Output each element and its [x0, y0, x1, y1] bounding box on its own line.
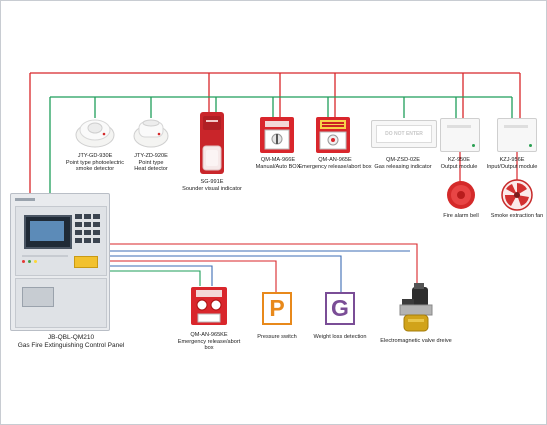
emergency-release-box-icon	[191, 287, 227, 325]
green-bus	[49, 96, 513, 195]
fire-alarm-bell-label: Fire alarm bell	[443, 213, 479, 219]
module-output-wires	[459, 150, 518, 182]
key-switch	[74, 256, 98, 268]
smoke-detector-icon	[75, 119, 115, 148]
red-bus	[29, 72, 521, 195]
sounder-strobe-icon	[200, 112, 224, 174]
keypad-icon	[75, 214, 100, 243]
heat-detector-icon	[133, 119, 169, 148]
operator-panel	[15, 206, 107, 276]
printer-icon	[22, 287, 54, 307]
printer-section	[15, 278, 107, 328]
pressure-switch-icon: P	[262, 292, 292, 325]
panel-output-wires	[108, 243, 418, 292]
emergency-release-box-icon	[316, 117, 350, 153]
manual-auto-box-icon	[260, 117, 294, 153]
control-panel-cabinet	[10, 193, 110, 331]
electromagnetic-valve-label: Electromagnetic valve dreive	[380, 338, 452, 344]
smoke-extraction-fan-icon	[501, 179, 533, 211]
electromagnetic-valve-icon	[399, 283, 433, 332]
input-output-module-icon	[497, 118, 537, 152]
weight-loss-detector-label: Weight loss detection	[313, 334, 367, 340]
pressure-switch-label: Pressure switch	[257, 334, 297, 340]
gas-indicator-text: DO NOT ENTER	[376, 125, 432, 143]
smoke-extraction-fan-label: Smoke extraction fan	[490, 213, 544, 219]
gas-releasing-indicator-icon: DO NOT ENTER	[371, 120, 437, 148]
indicator-leds	[22, 253, 70, 269]
weight-loss-detector-icon: G	[325, 292, 355, 325]
output-module-icon	[440, 118, 480, 152]
brand-logo	[15, 198, 35, 201]
lcd-screen	[24, 215, 72, 249]
fire-alarm-bell-icon	[447, 181, 475, 209]
